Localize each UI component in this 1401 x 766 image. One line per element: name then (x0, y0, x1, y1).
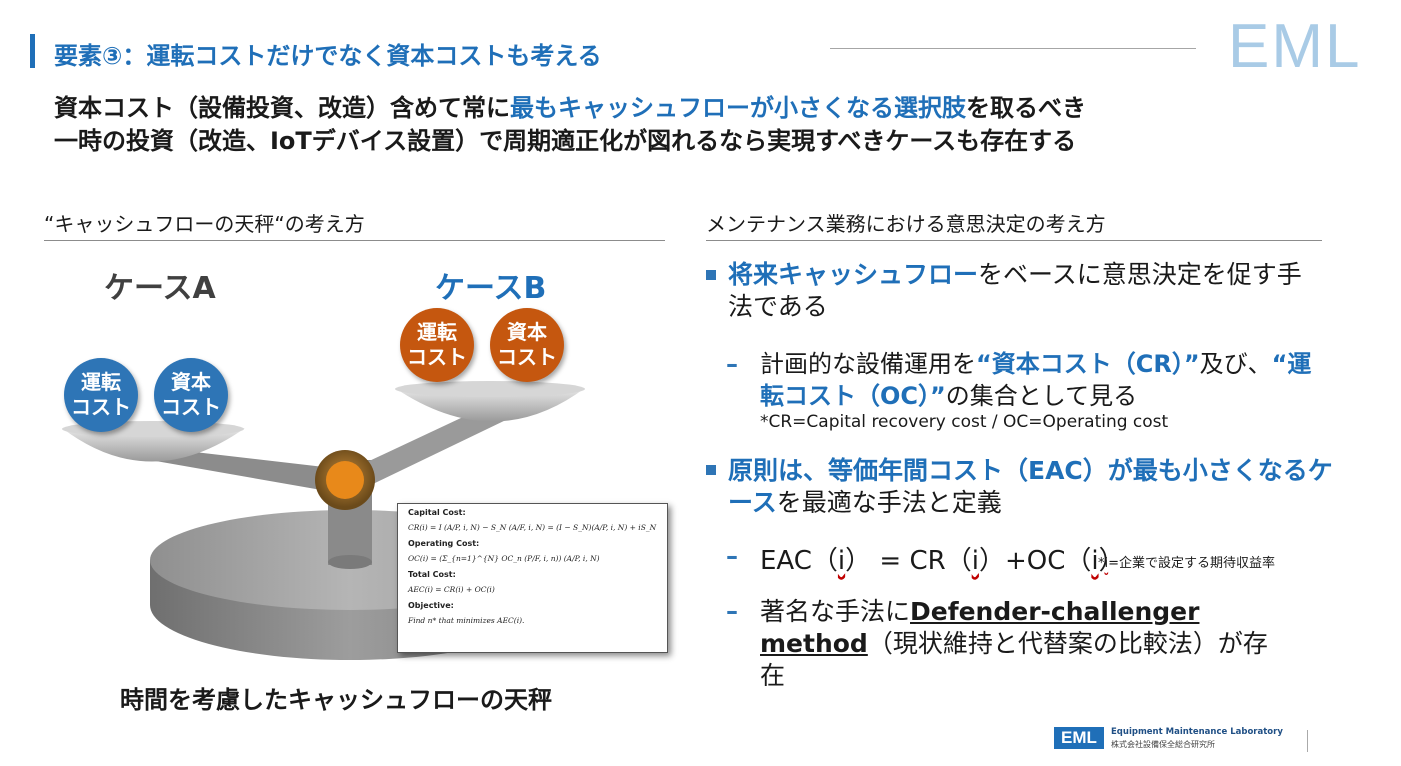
eac-i-1: i (837, 546, 846, 576)
total-cost-heading: Total Cost: (408, 570, 456, 579)
scale-pan-right (395, 388, 585, 422)
scale-beam-right (350, 402, 510, 495)
scale-beam-left (150, 448, 350, 495)
sub-point-1-cr: “資本コスト（CR）” (976, 350, 1200, 378)
note-i: i (1104, 556, 1109, 571)
sub-point-3-post: （現状維持と代替案の比較法）が存在 (760, 629, 1268, 690)
title-accent-bar (30, 34, 35, 68)
sub-point-1-pre: 計画的な設備運用を (760, 350, 976, 378)
left-section-heading: “キャッシュフローの天秤“の考え方 (44, 212, 365, 236)
bullet-marker-2 (706, 465, 716, 475)
lead-line-2: 一時の投資（改造、IoTデバイス設置）で周期適正化が図れるなら実現すべきケースも… (54, 127, 1077, 155)
objective-equation: Find n* that minimizes AEC(i). (408, 616, 525, 625)
sub-point-1-mid: 及び、 (1199, 350, 1272, 378)
formula-box: Capital Cost: CR(i) = I (A/P, i, N) − S_… (397, 503, 668, 653)
bullet-1: 将来キャッシュフローをベースに意思決定を促す手法である (728, 259, 1318, 323)
lead-line-1-pre: 資本コスト（設備投資、改造）含めて常に (54, 94, 510, 122)
eac-equation: EAC（i） = CR（i）+OC（i） (760, 540, 1125, 577)
page-title: 要素③：運転コストだけでなく資本コストも考える (54, 42, 602, 70)
eac-part-d: ） (1098, 546, 1125, 576)
case-a-label: ケースA (104, 271, 216, 306)
bullet-marker-1 (706, 270, 716, 280)
total-cost-equation: AEC(i) = CR(i) + OC(i) (408, 585, 495, 594)
dash-marker-2: – (726, 542, 738, 570)
left-section-divider (44, 240, 665, 241)
cr-oc-note: *CR=Capital recovery cost / OC=Operating… (760, 412, 1169, 432)
right-section-divider (706, 240, 1322, 241)
scale-pivot (326, 461, 364, 499)
footer-company-english: Equipment Maintenance Laboratory (1111, 727, 1283, 737)
right-section-heading: メンテナンス業務における意思決定の考え方 (706, 212, 1106, 236)
eac-part-b: ） = CR（ (845, 546, 972, 576)
defender-challenger-method: Defender-challenger method (760, 597, 1200, 658)
bullet-1-highlight: 将来キャッシュフロー (728, 260, 979, 289)
dash-marker-3: – (726, 597, 738, 625)
operating-cost-equation: OC(i) = (Σ_{n=1}^{N} OC_n (P/F, i, n)) (… (408, 554, 600, 563)
scale-pan-left (62, 428, 245, 462)
sub-point-1-oc: “運転コスト（OC）” (760, 350, 1312, 410)
sub-point-1: 計画的な設備運用を“資本コスト（CR）”及び、“運転コスト（OC）”の集合として… (760, 348, 1330, 412)
bullet-1-text: をベースに意思決定を促す手法である (728, 260, 1302, 321)
lead-line-1-highlight: 最もキャッシュフローが小さくなる選択肢 (510, 94, 966, 122)
eac-i-3: i (1091, 546, 1099, 576)
sub-point-3: 著名な手法にDefender-challenger method（現状維持と代替… (760, 596, 1280, 692)
case-a-capital-cost: 資本 コスト (154, 358, 228, 432)
eml-logo: EML (1228, 12, 1362, 81)
lead-line-1-post: を取るべき (966, 94, 1086, 122)
lead-line-1: 資本コスト（設備投資、改造）含めて常に最もキャッシュフローが小さくなる選択肢を取… (54, 88, 1086, 123)
case-b-operating-cost: 運転 コスト (400, 308, 474, 382)
footer-eml-logo: EML (1054, 727, 1104, 749)
footer-company-japanese: 株式会社設備保全総合研究所 (1111, 740, 1215, 749)
capital-cost-equation: CR(i) = I (A/P, i, N) − S_N (A/F, i, N) … (408, 523, 657, 532)
title-divider (830, 48, 1196, 49)
objective-heading: Objective: (408, 601, 454, 610)
bullet-2-highlight: 原則は、等価年間コスト（EAC）が最も小さくなるケース (728, 456, 1333, 517)
eac-part-a: EAC（ (760, 546, 838, 576)
eac-part-c: ）+OC（ (978, 546, 1092, 576)
note-text: =企業で設定する期待収益率 (1108, 556, 1276, 571)
note-asterisk: * (1098, 556, 1105, 571)
bullet-2: 原則は、等価年間コスト（EAC）が最も小さくなるケースを最適な手法と定義 (728, 455, 1338, 519)
interest-rate-note: *i=企業で設定する期待収益率 (1098, 552, 1275, 571)
eac-i-2: i (971, 546, 979, 576)
scale-caption: 時間を考慮したキャッシュフローの天秤 (120, 686, 552, 714)
case-b-capital-cost: 資本 コスト (490, 308, 564, 382)
sub-point-1-post: の集合として見る (945, 382, 1138, 410)
capital-cost-heading: Capital Cost: (408, 508, 466, 517)
case-a-operating-cost: 運転 コスト (64, 358, 138, 432)
dash-marker-1: – (726, 350, 738, 378)
case-b-label: ケースB (435, 271, 547, 306)
operating-cost-heading: Operating Cost: (408, 539, 480, 548)
bullet-2-text: を最適な手法と定義 (776, 488, 1002, 517)
sub-point-3-pre: 著名な手法に (760, 597, 911, 626)
footer-divider (1307, 730, 1308, 752)
